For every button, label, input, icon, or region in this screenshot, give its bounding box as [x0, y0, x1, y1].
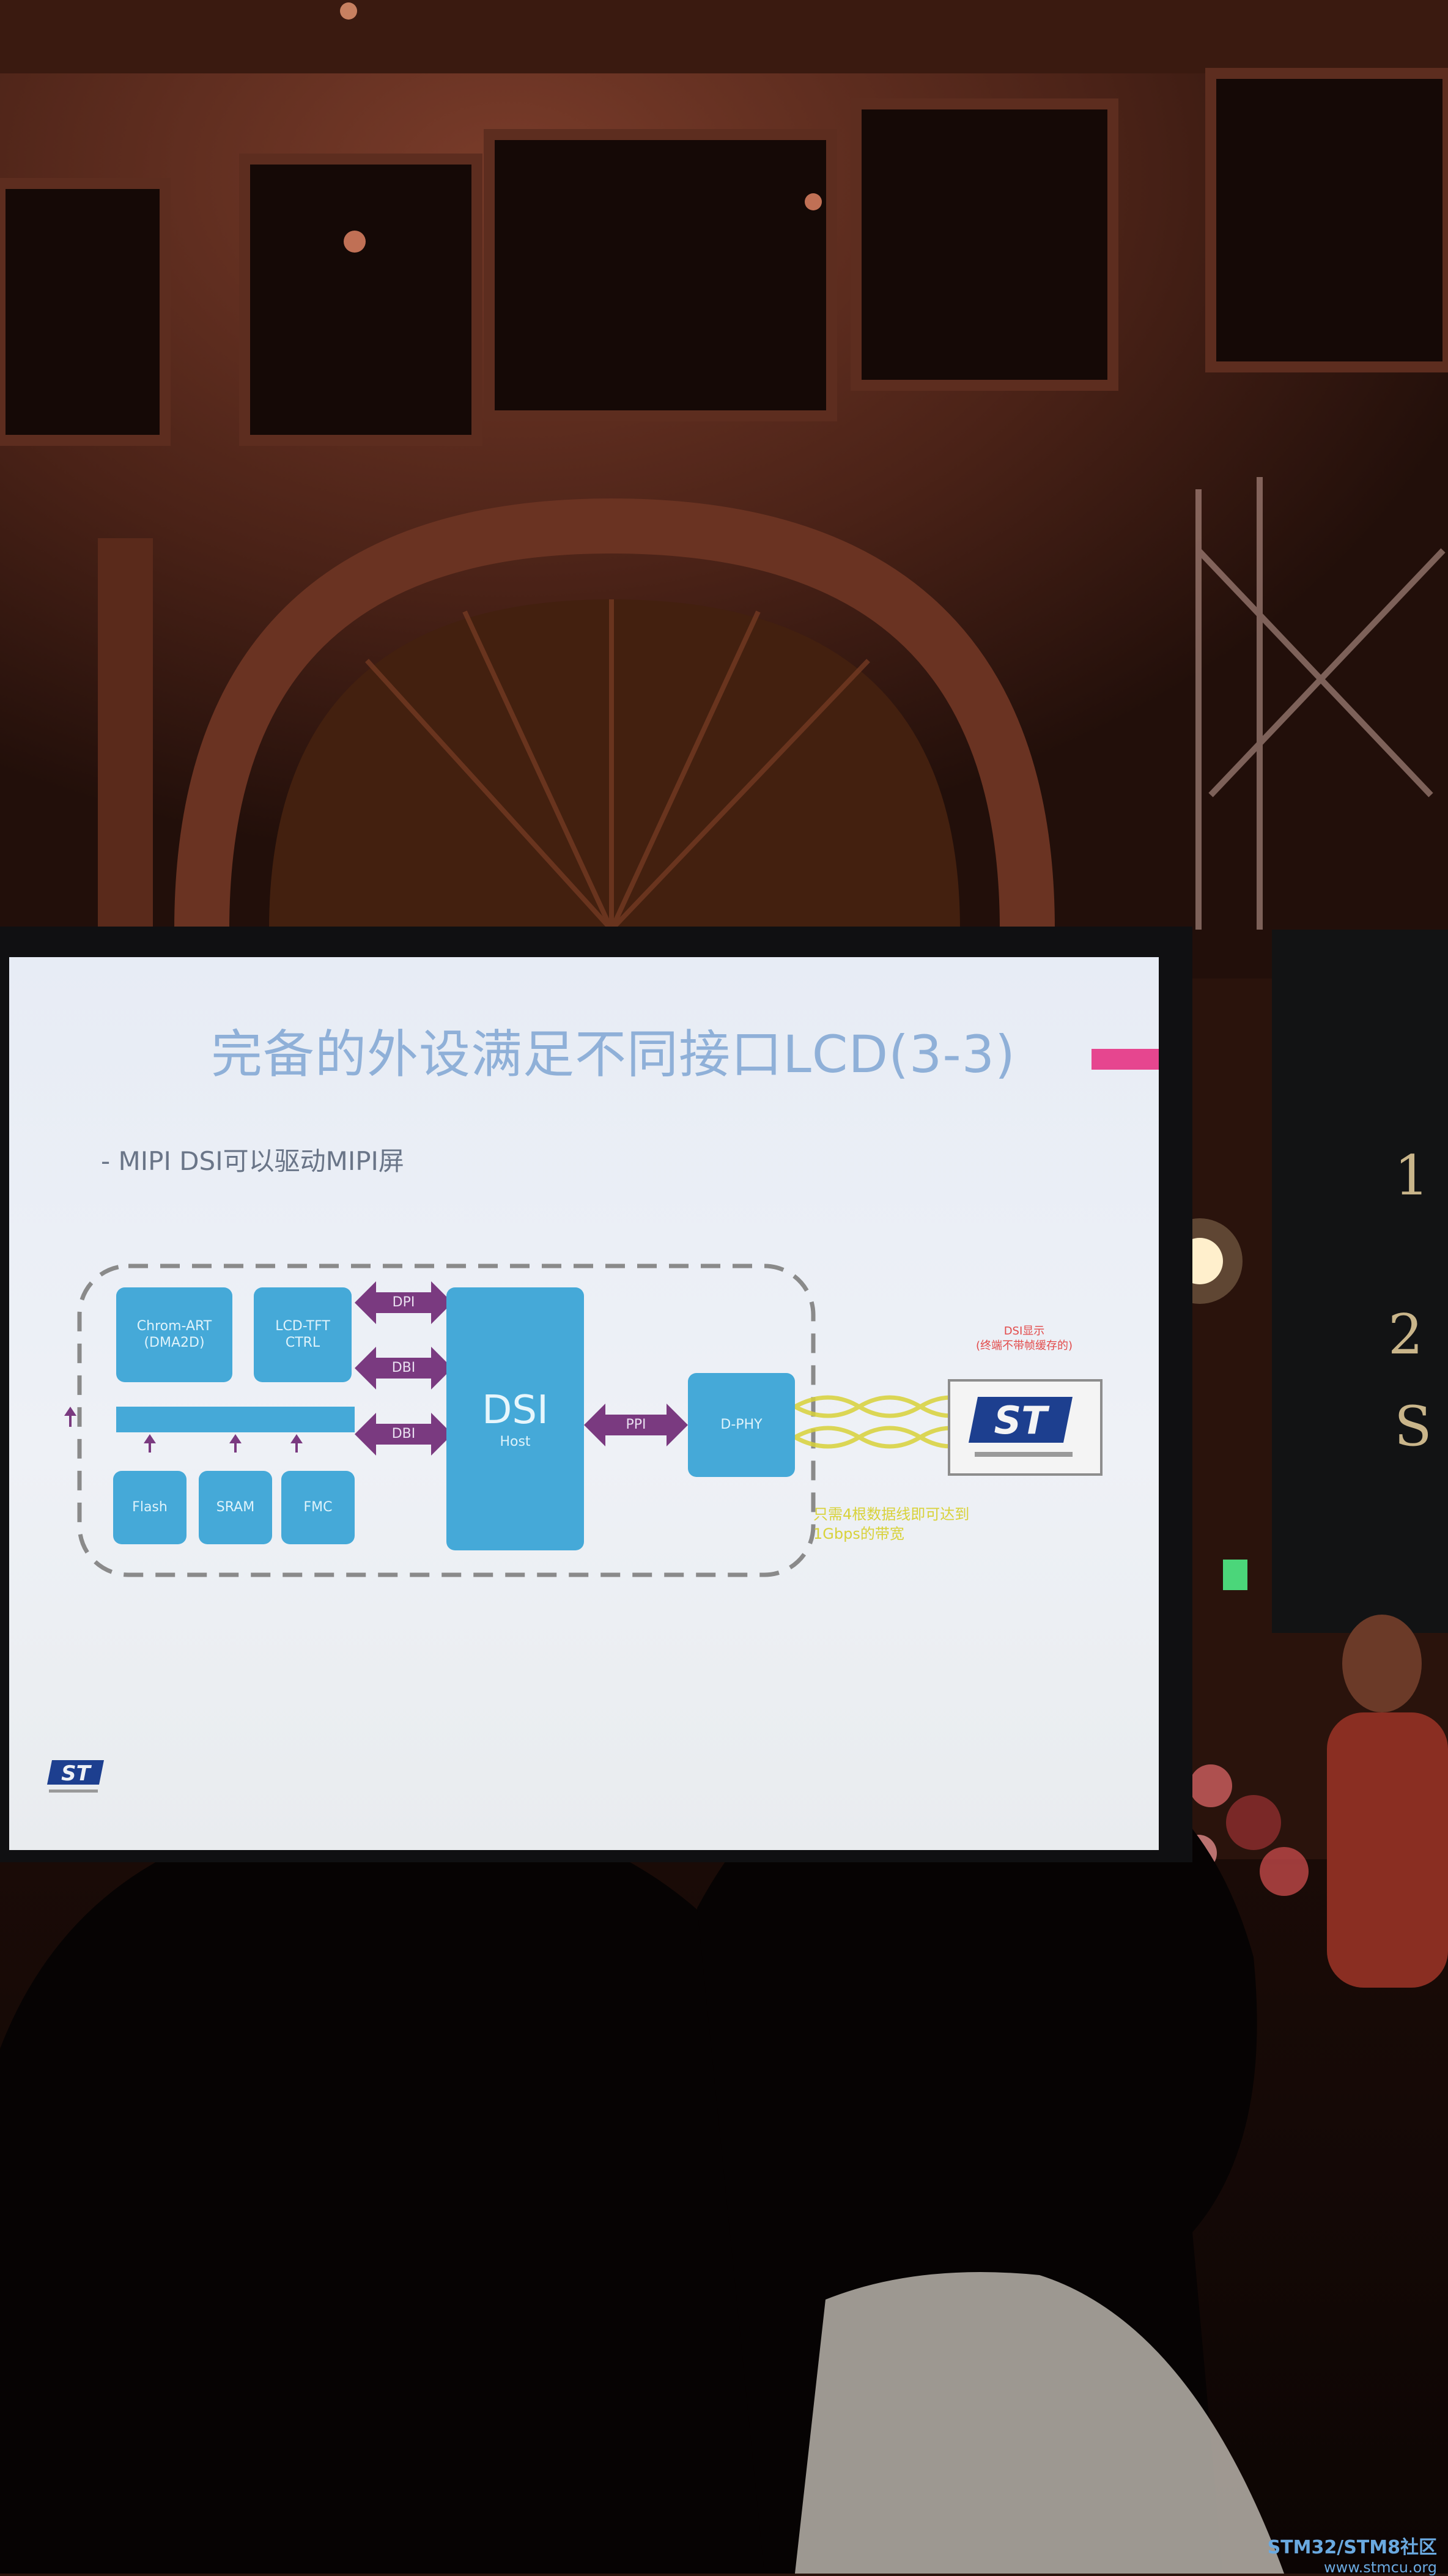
- watermark: STM32/STM8社区 www.stmcu.org: [1268, 2532, 1437, 2576]
- side-screen-char-1: 1: [1394, 1144, 1430, 1208]
- chrom-art-block: Chrom-ART (DMA2D): [116, 1287, 232, 1382]
- watermark-line-1: STM32/STM8社区: [1267, 2537, 1437, 2558]
- dsi-display-note: DSI显示 (终端不带帧缓存的): [902, 1324, 1147, 1354]
- dphy-block: D-PHY: [688, 1373, 795, 1477]
- dbi-bottom-arrow-label: DBI: [391, 1426, 416, 1442]
- side-screen-char-2: 2: [1388, 1303, 1424, 1367]
- dsi-host-block: DSI Host: [446, 1287, 584, 1550]
- bandwidth-note: 只需4根数据线即可达到 1Gbps的带宽: [813, 1505, 969, 1544]
- fmc-label: FMC: [303, 1499, 333, 1515]
- slide-bullet: - MIPI DSI可以驱动MIPI屏: [101, 1146, 404, 1176]
- lcd-tft-label: LCD-TFT CTRL: [275, 1319, 330, 1350]
- dphy-label: D-PHY: [720, 1416, 763, 1432]
- bandwidth-note-text: 只需4根数据线即可达到 1Gbps的带宽: [813, 1506, 970, 1543]
- ceiling-windows: [0, 68, 1448, 446]
- st-logo-icon: ST: [969, 1397, 1073, 1457]
- slide-title: 完备的外设满足不同接口LCD(3-3): [211, 1024, 1016, 1084]
- svg-text:ST: ST: [994, 1398, 1051, 1443]
- st-corner-logo-icon: ST: [47, 1760, 104, 1793]
- ppi-arrow-label: PPI: [626, 1417, 646, 1432]
- watermark-line-2: www.stmcu.org: [1323, 2559, 1437, 2576]
- arch: [174, 498, 1055, 930]
- title-accent-bar: [1092, 1049, 1159, 1070]
- side-screen-char-3: S: [1394, 1394, 1432, 1459]
- flash-block: Flash: [113, 1471, 187, 1544]
- fmc-block: FMC: [281, 1471, 355, 1544]
- chrom-art-label: Chrom-ART (DMA2D): [136, 1319, 212, 1350]
- sram-block: SRAM: [199, 1471, 272, 1544]
- dsi-host-subtitle: Host: [500, 1434, 531, 1450]
- system-bus: [116, 1407, 355, 1432]
- presentation-slide: 完备的外设满足不同接口LCD(3-3) - MIPI DSI可以驱动MIPI屏: [9, 957, 1159, 1850]
- sram-label: SRAM: [216, 1499, 255, 1515]
- dsi-display-note-text: DSI显示 (终端不带帧缓存的): [975, 1325, 1073, 1353]
- mcu-boundary: [77, 1264, 816, 1577]
- svg-text:ST: ST: [61, 1761, 92, 1786]
- interface-arrows: [355, 1281, 688, 1456]
- flash-label: Flash: [132, 1499, 168, 1515]
- dbi-top-arrow-label: DBI: [391, 1360, 416, 1375]
- speaker-figure: [1327, 1615, 1448, 1988]
- lcd-tft-block: LCD-TFT CTRL: [254, 1287, 352, 1382]
- dpi-arrow-label: DPI: [392, 1295, 415, 1310]
- mipi-display-box: ST: [948, 1379, 1103, 1476]
- dsi-host-title: DSI: [482, 1388, 549, 1434]
